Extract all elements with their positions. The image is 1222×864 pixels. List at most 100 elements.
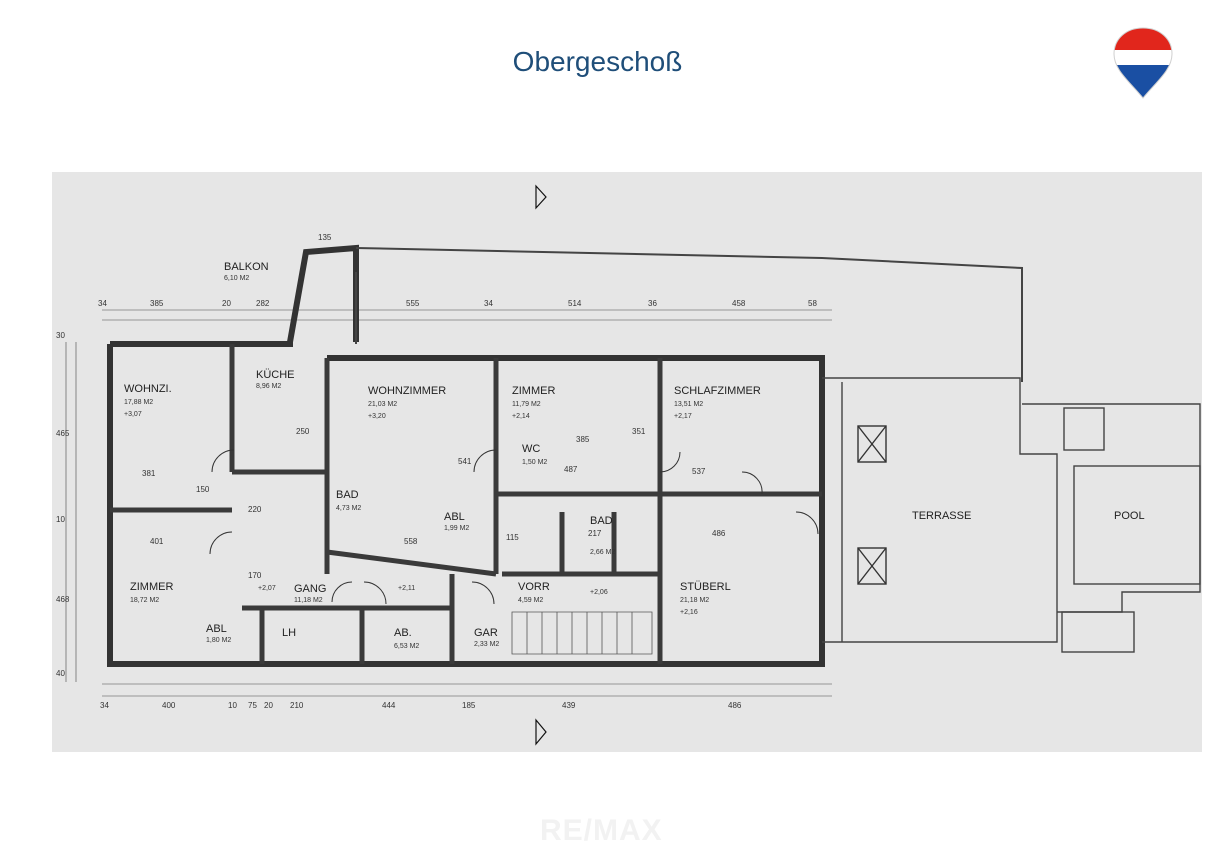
svg-text:444: 444 bbox=[382, 701, 396, 710]
balloon-icon bbox=[1113, 27, 1173, 99]
room-area-bad-right: 2,66 M2 bbox=[590, 549, 615, 556]
room-name-gar: GAR bbox=[474, 627, 498, 639]
exterior-walls bbox=[107, 244, 825, 667]
svg-text:439: 439 bbox=[562, 701, 576, 710]
svg-text:10: 10 bbox=[56, 515, 65, 524]
room-name-gang: GANG bbox=[294, 583, 326, 595]
section-marker-top bbox=[535, 184, 547, 210]
room-area-zimmer-top: 11,79 M2 bbox=[512, 401, 541, 408]
room-area-abl-left: 1,80 M2 bbox=[206, 637, 231, 644]
svg-text:115: 115 bbox=[506, 533, 519, 542]
svg-text:58: 58 bbox=[808, 299, 817, 308]
svg-text:458: 458 bbox=[732, 299, 746, 308]
room-name-lh: LH bbox=[282, 627, 296, 639]
dimension-top: 34 385 20 282 555 34 514 36 458 58 135 bbox=[98, 233, 817, 308]
svg-text:514: 514 bbox=[568, 299, 582, 308]
room-name-ab: AB. bbox=[394, 627, 412, 639]
room-area-schlafzimmer: 13,51 M2 bbox=[674, 401, 703, 408]
svg-text:210: 210 bbox=[290, 701, 304, 710]
room-area-wc: 1,50 M2 bbox=[522, 459, 547, 466]
svg-text:282: 282 bbox=[256, 299, 270, 308]
pool-outline bbox=[1022, 403, 1201, 653]
room-area-kueche: 8,96 M2 bbox=[256, 383, 281, 390]
room-name-kueche: KÜCHE bbox=[256, 369, 295, 381]
interior-walls bbox=[110, 344, 822, 664]
room-name-balkon: BALKON bbox=[224, 261, 269, 273]
svg-text:486: 486 bbox=[712, 529, 726, 538]
svg-text:486: 486 bbox=[728, 701, 742, 710]
room-name-abl-left: ABL bbox=[206, 623, 227, 635]
room-name-vorr: VORR bbox=[518, 581, 550, 593]
door-swings bbox=[209, 449, 819, 605]
skylight-1 bbox=[857, 425, 887, 463]
level-gang: +2,07 bbox=[258, 585, 276, 592]
dimension-lines bbox=[65, 309, 832, 697]
svg-text:400: 400 bbox=[162, 701, 176, 710]
svg-text:34: 34 bbox=[98, 299, 107, 308]
room-area-abl-mid: 1,99 M2 bbox=[444, 525, 469, 532]
svg-text:385: 385 bbox=[150, 299, 164, 308]
room-area-wohnzi: 17,88 M2 bbox=[124, 399, 153, 406]
room-area-stueberl: 21,18 M2 bbox=[680, 597, 709, 604]
dimension-inner: 381 401 558 487 486 115 217 537 541 385 … bbox=[142, 427, 726, 580]
terrace-outline bbox=[822, 377, 1058, 643]
room-name-abl-mid: ABL bbox=[444, 511, 465, 523]
balcony-outline bbox=[355, 247, 1023, 382]
page-title: Obergeschoß bbox=[512, 46, 683, 77]
svg-text:487: 487 bbox=[564, 465, 578, 474]
svg-text:385: 385 bbox=[576, 435, 590, 444]
room-area-ab: 6,53 M2 bbox=[394, 643, 419, 650]
svg-text:541: 541 bbox=[458, 457, 472, 466]
svg-text:217: 217 bbox=[588, 529, 602, 538]
room-area-bad-left: 4,73 M2 bbox=[336, 505, 361, 512]
svg-text:401: 401 bbox=[150, 537, 164, 546]
level-ab: +2,11 bbox=[398, 585, 415, 592]
room-name-terrasse: TERRASSE bbox=[912, 510, 971, 522]
floor-plan: BALKON 6,10 M2 WOHNZI. 17,88 M2 +3,07 KÜ… bbox=[52, 172, 1202, 752]
svg-text:468: 468 bbox=[56, 595, 70, 604]
room-name-wohnzi: WOHNZI. bbox=[124, 383, 172, 395]
svg-text:150: 150 bbox=[196, 485, 210, 494]
svg-text:250: 250 bbox=[296, 427, 310, 436]
room-name-wc: WC bbox=[522, 443, 540, 455]
room-name-pool: POOL bbox=[1114, 510, 1145, 522]
room-level-wohnzimmer: +3,20 bbox=[368, 413, 386, 420]
section-marker-bottom bbox=[535, 718, 547, 746]
svg-text:465: 465 bbox=[56, 429, 70, 438]
room-name-zimmer-bottom: ZIMMER bbox=[130, 581, 173, 593]
room-area-gar: 2,33 M2 bbox=[474, 641, 499, 648]
svg-text:20: 20 bbox=[264, 701, 273, 710]
room-level-wohnzi: +3,07 bbox=[124, 411, 142, 418]
svg-text:381: 381 bbox=[142, 469, 156, 478]
level-vorr: +2,06 bbox=[590, 589, 608, 596]
svg-text:135: 135 bbox=[318, 233, 332, 242]
room-name-stueberl: STÜBERL bbox=[680, 581, 731, 593]
room-area-wohnzimmer: 21,03 M2 bbox=[368, 401, 397, 408]
svg-text:10: 10 bbox=[228, 701, 237, 710]
room-name-bad-right: BAD bbox=[590, 515, 613, 527]
room-area-gang: 11,18 M2 bbox=[294, 597, 323, 604]
room-level-stueberl: +2,16 bbox=[680, 609, 698, 616]
dimension-bottom: 34 400 10 75 20 210 444 185 439 486 bbox=[100, 701, 742, 710]
room-level-zimmer-top: +2,14 bbox=[512, 413, 530, 420]
room-level-schlafzimmer: +2,17 bbox=[674, 413, 692, 420]
svg-text:351: 351 bbox=[632, 427, 646, 436]
remax-watermark: RE/MAX bbox=[540, 814, 663, 847]
staircase bbox=[511, 611, 653, 655]
skylight-2 bbox=[857, 547, 887, 585]
svg-text:36: 36 bbox=[648, 299, 657, 308]
floor-plan-drawing: BALKON 6,10 M2 WOHNZI. 17,88 M2 +3,07 KÜ… bbox=[56, 184, 1201, 746]
svg-text:537: 537 bbox=[692, 467, 706, 476]
room-name-bad-left: BAD bbox=[336, 489, 359, 501]
room-area-zimmer-bottom: 18,72 M2 bbox=[130, 597, 159, 604]
svg-text:170: 170 bbox=[248, 571, 262, 580]
svg-text:555: 555 bbox=[406, 299, 420, 308]
svg-text:75: 75 bbox=[248, 701, 257, 710]
svg-text:40: 40 bbox=[56, 669, 65, 678]
room-area-balkon: 6,10 M2 bbox=[224, 275, 249, 282]
dimension-left: 30 465 10 468 40 bbox=[56, 331, 70, 678]
svg-text:30: 30 bbox=[56, 331, 65, 340]
room-area-vorr: 4,59 M2 bbox=[518, 597, 543, 604]
svg-text:185: 185 bbox=[462, 701, 476, 710]
room-name-zimmer-top: ZIMMER bbox=[512, 385, 555, 397]
